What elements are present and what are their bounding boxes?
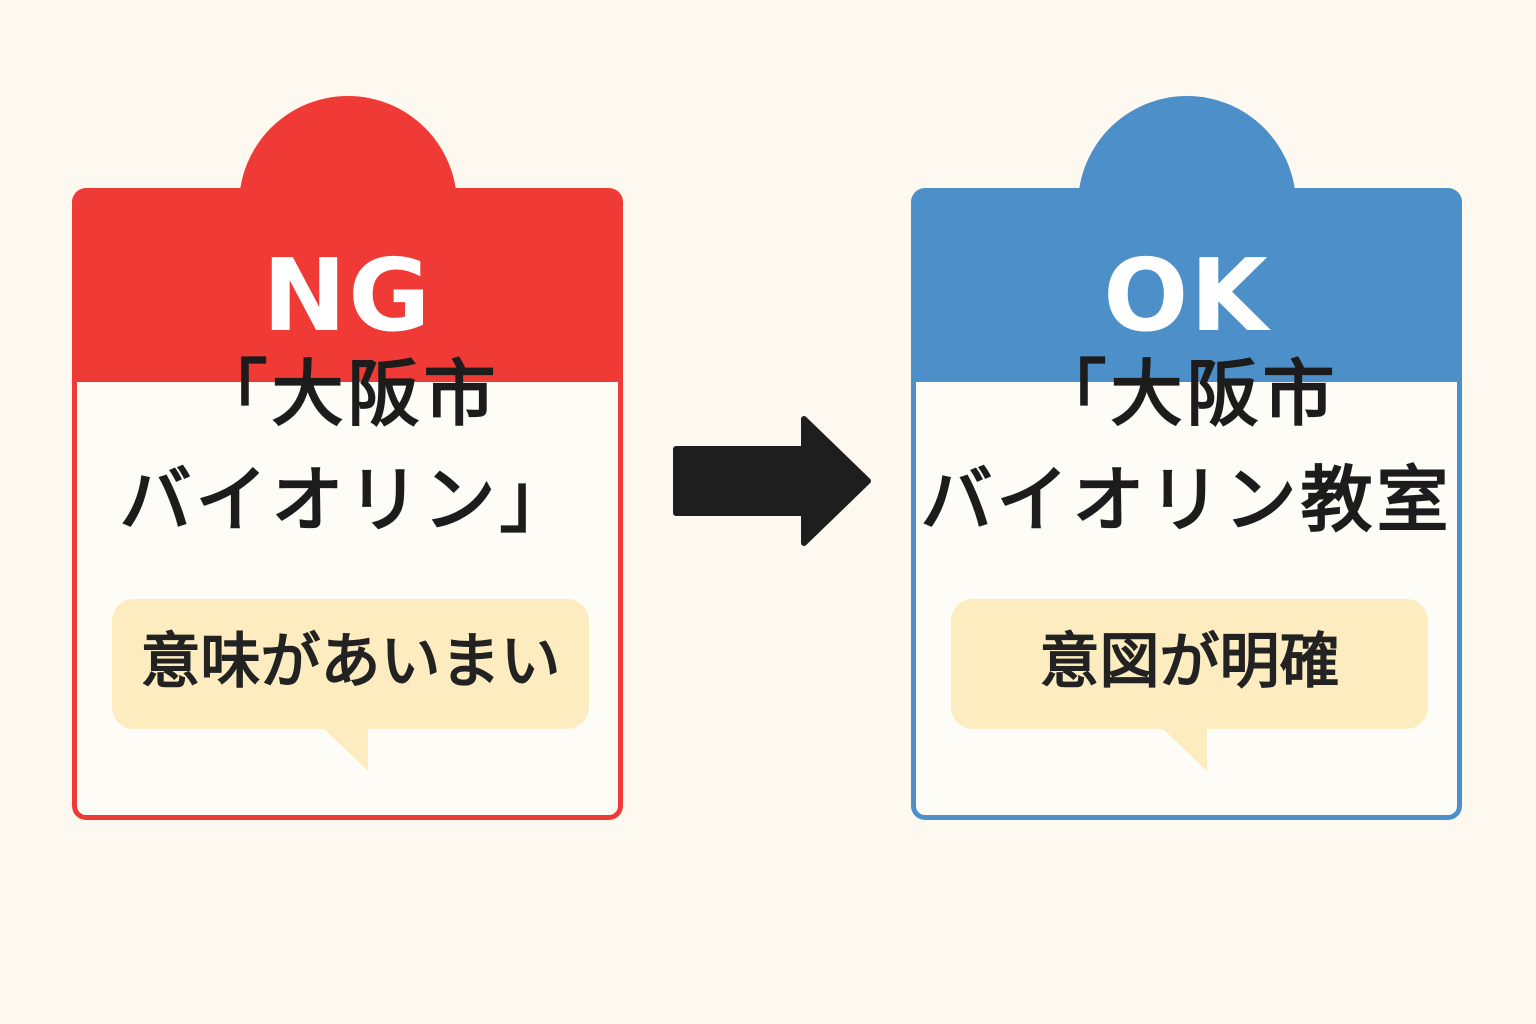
ok-header-bar <box>911 188 1462 384</box>
ng-header-bar <box>72 188 623 384</box>
ng-title-line2: バイオリン」 <box>119 458 576 542</box>
ok-note: 意図が明確 <box>1039 627 1340 697</box>
ok-bubble-tail <box>1161 727 1207 771</box>
ng-title-line1: 「大阪市 <box>195 352 500 436</box>
ng-card: NG 「大阪市 バイオリン」 意味があいまい <box>72 96 623 820</box>
ng-speech-bubble: 意味があいまい <box>112 599 589 771</box>
right-arrow-icon <box>673 416 871 546</box>
ok-speech-bubble: 意図が明確 <box>951 599 1428 771</box>
ok-title-line1: 「大阪市 <box>1034 352 1339 436</box>
ok-badge-label: OK <box>1103 237 1270 354</box>
ok-card: OK 「大阪市 バイオリン教室 意図が明確 <box>911 96 1462 820</box>
ng-badge-label: NG <box>262 237 433 354</box>
ok-title-line2: バイオリン教室 <box>920 458 1453 542</box>
ng-note: 意味があいまい <box>140 627 561 697</box>
ng-bubble-tail <box>322 727 368 771</box>
